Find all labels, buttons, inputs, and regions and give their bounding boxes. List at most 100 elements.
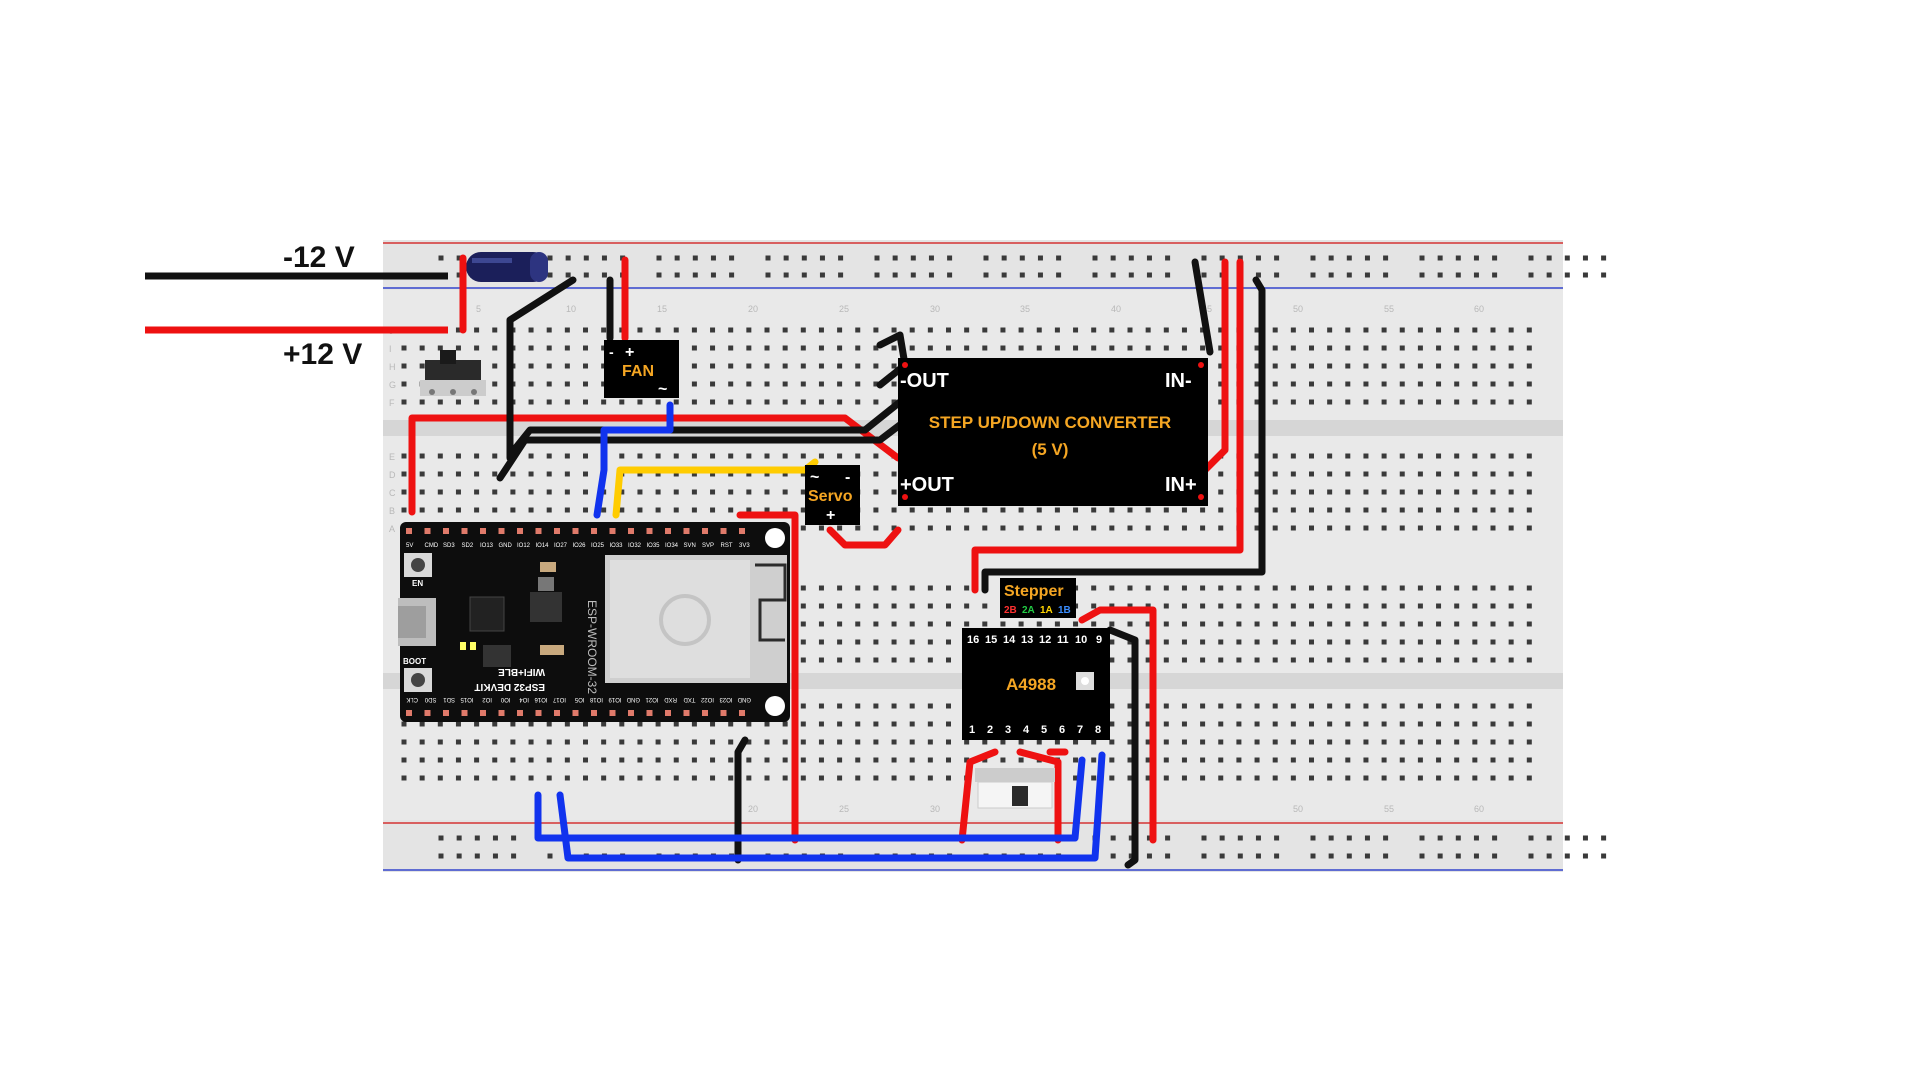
breadboard-hole — [891, 381, 897, 387]
breadboard-hole — [1091, 621, 1097, 627]
electrolytic-capacitor[interactable] — [466, 252, 548, 282]
row-letter-d: D — [389, 470, 396, 480]
col-num-25: 25 — [839, 304, 849, 314]
breadboard-hole — [492, 363, 498, 369]
breadboard-hole — [800, 327, 806, 333]
breadboard-hole — [1109, 507, 1115, 513]
power-switch[interactable] — [420, 350, 486, 396]
breadboard-hole — [1218, 639, 1224, 645]
servo-module[interactable]: ~ - Servo + — [805, 465, 860, 525]
wire-red-stepper-2b[interactable] — [971, 258, 1244, 594]
esp32-header-pin — [554, 710, 560, 716]
fan-module[interactable]: - + FAN ~ — [604, 340, 679, 398]
breadboard-hole — [1601, 255, 1607, 261]
esp32-header-pin — [683, 528, 690, 534]
breadboard-hole — [764, 775, 770, 781]
breadboard-hole — [1127, 585, 1133, 591]
breadboard-hole — [1109, 739, 1115, 745]
breadboard-hole — [1454, 721, 1460, 727]
breadboard-hole — [1236, 657, 1242, 663]
breadboard-hole — [1381, 345, 1387, 351]
breadboard-hole — [1472, 703, 1478, 709]
esp32-pin-label: GND — [499, 543, 513, 549]
breadboard-hole — [1399, 703, 1405, 709]
esp32-header-pin — [461, 528, 468, 534]
esp32-header-pin — [443, 528, 449, 534]
breadboard-hole — [1508, 363, 1514, 369]
breadboard-hole — [818, 327, 824, 333]
breadboard-hole — [1218, 327, 1224, 333]
breadboard-hole — [1000, 621, 1006, 627]
breadboard-hole — [946, 585, 951, 591]
breadboard-hole — [910, 255, 916, 261]
esp32-devkit[interactable]: ESP-WROOM-32 EN BOOT WIFI+BLE ESP32 DEVK… — [398, 522, 790, 722]
breadboard-hole — [1328, 835, 1334, 841]
breadboard-hole — [601, 327, 607, 333]
breadboard-hole — [1472, 621, 1478, 627]
breadboard-hole — [1490, 327, 1496, 333]
breadboard-hole — [964, 327, 970, 333]
breadboard-hole — [1437, 853, 1443, 859]
breadboard-hole — [1200, 657, 1206, 663]
breadboard-hole — [710, 345, 716, 351]
breadboard-hole — [1472, 453, 1478, 459]
esp32-pin-label: IO16 — [534, 696, 548, 702]
breadboard-hole — [673, 507, 679, 513]
breadboard-hole — [1163, 775, 1169, 781]
breadboard-hole — [1381, 621, 1387, 627]
wire-blue-driver-8[interactable] — [556, 751, 1106, 862]
wire-red-driver-1[interactable] — [958, 748, 999, 844]
breadboard-hole — [927, 639, 933, 645]
breadboard-hole — [1163, 507, 1169, 513]
breadboard-hole — [800, 345, 806, 351]
wire-black-servo-minus[interactable] — [506, 394, 909, 459]
breadboard-hole — [1128, 272, 1134, 278]
breadboard-hole — [492, 757, 498, 763]
wire-red-3v3-up[interactable] — [736, 511, 799, 844]
breadboard-hole — [1128, 255, 1134, 261]
breadboard-hole — [1546, 272, 1552, 278]
breadboard-hole — [783, 255, 789, 261]
breadboard-hole — [528, 327, 534, 333]
wire-black-gnd-bus[interactable] — [496, 411, 917, 482]
breadboard-hole — [655, 399, 661, 405]
wire-red-driver-5[interactable] — [1016, 748, 1062, 844]
breadboard-hole — [455, 327, 461, 333]
en-button[interactable] — [404, 553, 432, 577]
wire-blue-driver-7[interactable] — [534, 756, 1086, 842]
breadboard-hole — [1508, 657, 1514, 663]
wire-red-servo-plus[interactable] — [826, 526, 902, 549]
breadboard-hole — [982, 507, 988, 513]
breadboard-hole — [1036, 525, 1042, 531]
breadboard-hole — [1345, 345, 1351, 351]
wire-black-conv-in-neg[interactable] — [1191, 258, 1214, 356]
stepper-pin-2a: 2A — [1022, 605, 1035, 616]
breadboard-hole — [837, 453, 843, 459]
driver-switch[interactable] — [975, 768, 1055, 809]
wire-black-driver-9[interactable] — [1106, 626, 1139, 869]
breadboard-hole — [1492, 853, 1498, 859]
breadboard-hole — [437, 345, 443, 351]
breadboard-hole — [909, 603, 915, 609]
wire-red-driver-10[interactable] — [1078, 606, 1157, 844]
breadboard-hole — [547, 272, 553, 278]
driver-label: A4988 — [1006, 675, 1056, 694]
stepper-module[interactable]: Stepper 2B 2A 1A 1B — [1000, 578, 1076, 618]
breadboard-hole — [528, 739, 534, 745]
breadboard-hole — [528, 381, 534, 387]
breadboard-hole — [1145, 585, 1151, 591]
a4988-driver[interactable]: 16 15 14 13 12 11 10 9 A4988 1 2 3 4 5 6… — [962, 628, 1110, 740]
wire-blue-fan-signal[interactable] — [593, 401, 674, 519]
breadboard-hole — [891, 721, 897, 727]
breadboard-hole — [746, 721, 752, 727]
wire-black-gnd-rail[interactable] — [506, 276, 577, 462]
step-converter-module[interactable]: -OUT +OUT IN- IN+ STEP UP/DOWN CONVERTER… — [898, 358, 1208, 506]
breadboard-hole — [1236, 585, 1242, 591]
breadboard-hole — [1345, 489, 1351, 495]
boot-button[interactable] — [404, 668, 432, 692]
wire-black-conv-out-neg[interactable] — [876, 331, 909, 389]
wire-black-stepper-gnd[interactable] — [981, 276, 1266, 594]
breadboard-hole — [655, 739, 661, 745]
wire-black-gnd-bottom[interactable] — [734, 736, 749, 864]
